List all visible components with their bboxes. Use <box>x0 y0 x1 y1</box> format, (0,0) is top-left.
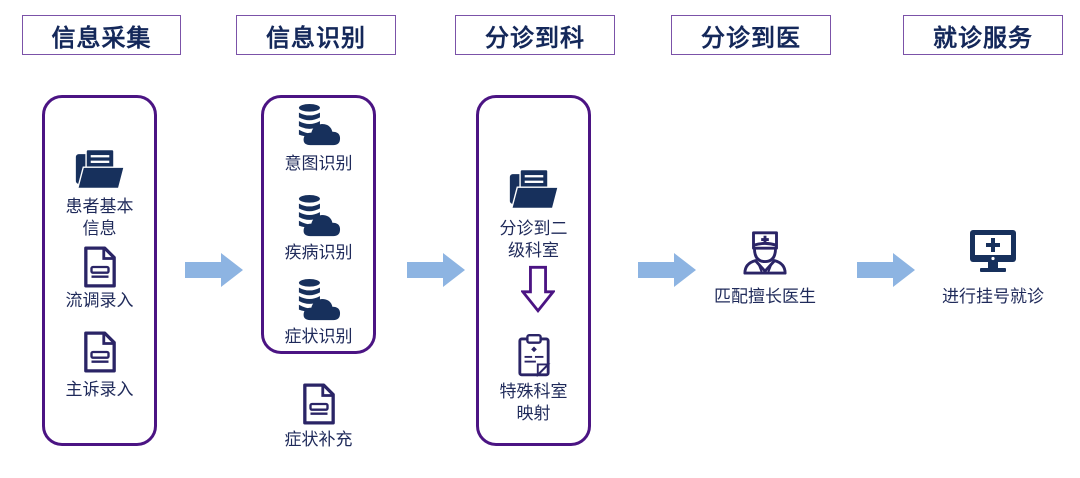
item-label: 分诊到二 级科室 <box>499 219 568 261</box>
item-match-specialist-doctor: 匹配擅长医生 <box>695 228 835 308</box>
stage-title: 分诊到科 <box>485 23 585 52</box>
database-cloud-icon <box>297 194 341 238</box>
item-symptom-recognition: 症状识别 <box>271 278 366 348</box>
item-label: 意图识别 <box>284 154 353 174</box>
item-label: 流调录入 <box>65 291 134 311</box>
stage-header-info-collection: 信息采集 <box>22 15 181 55</box>
item-label: 疾病识别 <box>284 243 353 263</box>
stage-title: 信息采集 <box>51 23 152 52</box>
doctor-icon <box>742 228 788 276</box>
document-icon <box>302 383 336 425</box>
item-label: 症状识别 <box>284 327 353 347</box>
item-disease-recognition: 疾病识别 <box>271 194 366 264</box>
stage-header-triage-doctor: 分诊到医 <box>671 15 831 55</box>
medical-monitor-icon <box>968 228 1018 274</box>
stage-header-info-recognition: 信息识别 <box>236 15 396 55</box>
item-label: 主诉录入 <box>65 380 134 400</box>
item-triage-secondary-department: 分诊到二 级科室 <box>486 168 581 262</box>
right-arrow-icon <box>857 253 915 287</box>
item-label: 进行挂号就诊 <box>942 287 1044 307</box>
item-epidemiology-entry: 流调录入 <box>52 246 147 312</box>
database-cloud-icon <box>297 103 341 147</box>
item-label: 患者基本 信息 <box>65 197 134 239</box>
item-special-department-mapping: 特殊科室 映射 <box>486 333 581 425</box>
medical-clipboard-icon <box>517 333 551 377</box>
item-symptom-supplement: 症状补充 <box>271 383 366 451</box>
item-label: 症状补充 <box>284 430 353 450</box>
stage-title: 分诊到医 <box>701 23 801 52</box>
stage-title: 就诊服务 <box>933 23 1033 52</box>
item-register-visit: 进行挂号就诊 <box>923 228 1063 308</box>
right-arrow-icon <box>407 253 465 287</box>
down-arrow-icon <box>521 265 555 313</box>
right-arrow-icon <box>185 253 243 287</box>
stage-title: 信息识别 <box>266 23 366 52</box>
document-icon <box>83 331 117 373</box>
item-intent-recognition: 意图识别 <box>271 103 366 175</box>
database-cloud-icon <box>297 278 341 322</box>
right-arrow-icon <box>638 253 696 287</box>
stage-header-visit-service: 就诊服务 <box>903 15 1063 55</box>
item-label: 特殊科室 映射 <box>499 382 568 424</box>
item-patient-basic-info: 患者基本 信息 <box>52 148 147 240</box>
open-folder-icon <box>508 168 560 210</box>
item-chief-complaint-entry: 主诉录入 <box>52 331 147 401</box>
stage-header-triage-department: 分诊到科 <box>455 15 615 55</box>
document-icon <box>83 246 117 288</box>
open-folder-icon <box>74 148 126 190</box>
item-label: 匹配擅长医生 <box>714 287 816 307</box>
